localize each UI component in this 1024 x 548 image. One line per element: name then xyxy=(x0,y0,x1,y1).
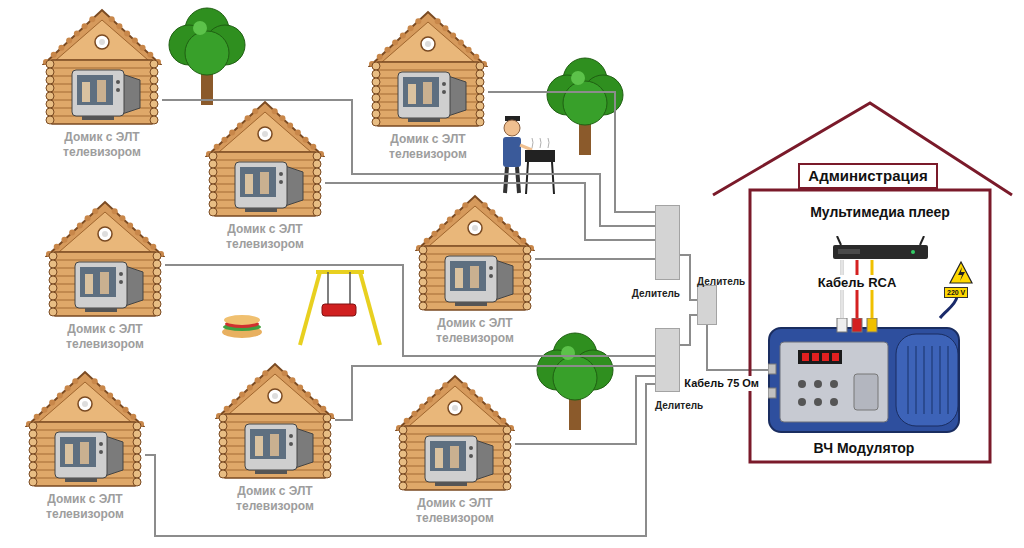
log-house: Домик с ЭЛТ телевизором xyxy=(205,100,325,256)
house-picture xyxy=(415,194,535,312)
cable-label: Кабель 75 Ом xyxy=(681,376,762,391)
splitter-box: Делитель xyxy=(655,205,680,280)
log-house: Домик с ЭЛТ телевизором xyxy=(395,374,515,530)
house-picture xyxy=(215,362,335,480)
sandwich xyxy=(222,315,262,338)
log-house: Домик с ЭЛТ телевизором xyxy=(368,10,488,166)
device-name: ВЧ Модулятор xyxy=(768,439,960,457)
rf-modulator: ВЧ Модулятор xyxy=(768,318,960,458)
log-house: Домик с ЭЛТ телевизором xyxy=(42,8,162,164)
coax-cable xyxy=(335,366,655,420)
tree xyxy=(547,58,623,155)
player-picture xyxy=(833,236,928,260)
house-caption: Домик с ЭЛТ телевизором xyxy=(368,132,488,162)
coax-cable xyxy=(145,384,655,536)
house-caption: Домик с ЭЛТ телевизором xyxy=(395,496,515,526)
house-picture xyxy=(395,374,515,492)
voltage-label: 220 V xyxy=(944,287,968,298)
log-house: Домик с ЭЛТ телевизором xyxy=(25,370,145,526)
tree xyxy=(169,8,245,105)
splitter-label: Делитель xyxy=(632,288,680,300)
coax-cable xyxy=(488,92,655,212)
media-player: Мультимедиа плеер xyxy=(780,203,980,260)
splitter-label: Делитель xyxy=(655,400,703,412)
house-caption: Домик с ЭЛТ телевизором xyxy=(215,484,335,514)
log-house: Домик с ЭЛТ телевизором xyxy=(415,194,535,350)
house-caption: Домик с ЭЛТ телевизором xyxy=(415,316,535,346)
coax-cable xyxy=(680,315,697,345)
tree xyxy=(537,333,613,430)
coax-cable xyxy=(165,265,655,356)
power-warning xyxy=(940,262,972,318)
splitter-label: Делитель xyxy=(697,276,745,288)
house-picture xyxy=(42,8,162,126)
house-caption: Домик с ЭЛТ телевизором xyxy=(25,492,145,522)
house-caption: Домик с ЭЛТ телевизором xyxy=(42,130,162,160)
house-picture xyxy=(45,200,165,318)
house-caption: Домик с ЭЛТ телевизором xyxy=(45,322,165,352)
coax-cable xyxy=(535,258,655,260)
splitter-box: Делитель xyxy=(697,285,717,325)
house-caption: Домик с ЭЛТ телевизором xyxy=(205,222,325,252)
house-picture xyxy=(205,100,325,218)
cable-label: Кабель RCA xyxy=(815,275,900,290)
house-picture xyxy=(25,370,145,488)
house-picture xyxy=(368,10,488,128)
coax-cable xyxy=(162,100,655,226)
labeled-cable xyxy=(707,325,768,370)
coax-cable xyxy=(515,376,655,444)
device-name: Мультимедиа плеер xyxy=(780,203,980,221)
swing xyxy=(300,272,380,345)
log-house: Домик с ЭЛТ телевизором xyxy=(45,200,165,356)
splitter-box: Делитель xyxy=(655,328,680,392)
building-title: Администрация xyxy=(798,163,937,189)
log-house: Домик с ЭЛТ телевизором xyxy=(215,362,335,518)
modulator-picture xyxy=(768,318,960,435)
coax-cable xyxy=(680,255,697,300)
